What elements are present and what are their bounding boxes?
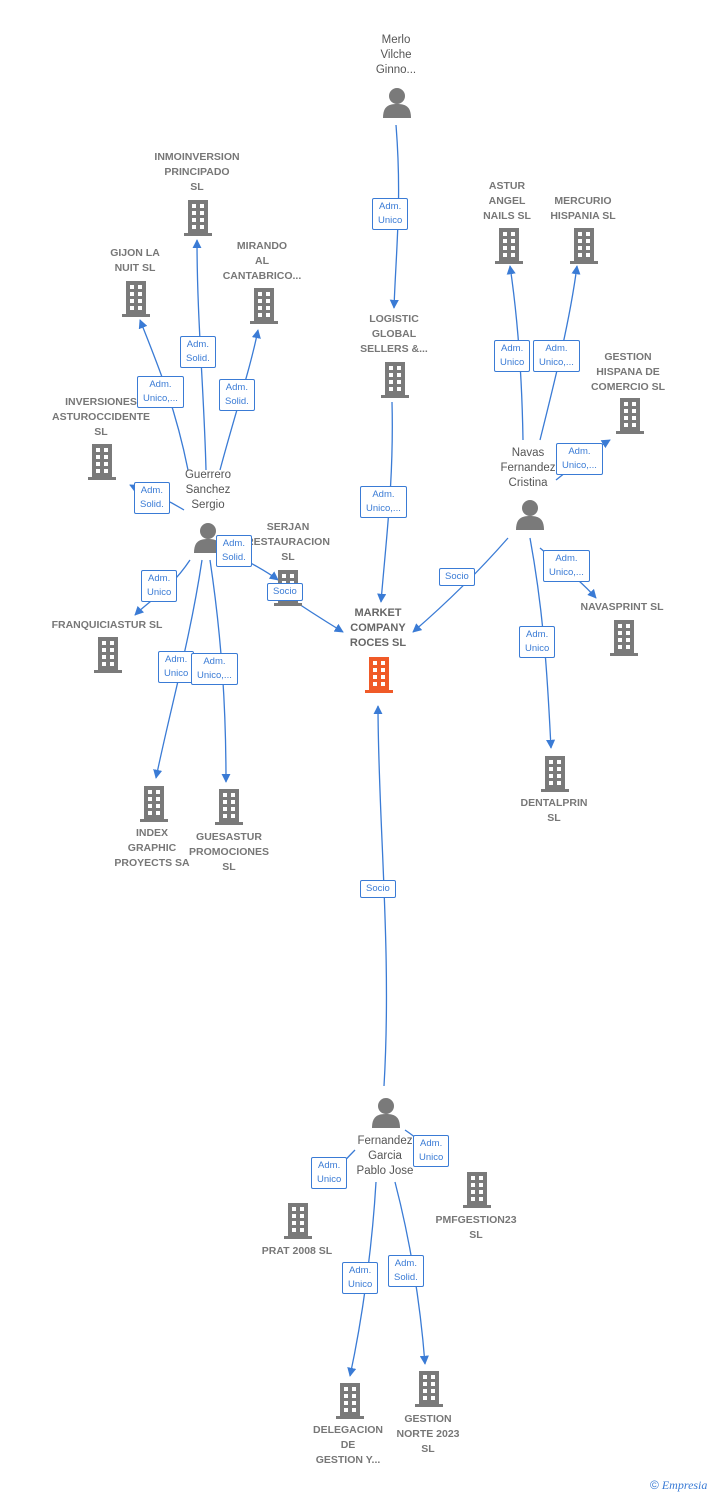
building-icon-logistic xyxy=(381,362,409,398)
edge-label-merlo-logistic[interactable]: Adm. Unico xyxy=(372,198,409,230)
building-icon-inversiones xyxy=(88,444,116,480)
edge-label-guerrero-index[interactable]: Adm. Unico xyxy=(158,651,195,683)
company-label-index[interactable]: INDEX GRAPHIC PROYECTS SA xyxy=(114,827,190,869)
building-icon-franquiciastur xyxy=(94,637,122,673)
building-icon-delegacion xyxy=(336,1383,364,1419)
edge-label-fernandez-market[interactable]: Socio xyxy=(360,880,396,898)
building-icon-gestion-norte xyxy=(415,1371,443,1407)
company-label-inversiones[interactable]: INVERSIONES ASTUROCCIDENTE SL xyxy=(51,396,151,438)
building-icon-dentalprin xyxy=(541,756,569,792)
edge-label-fernandez-norte[interactable]: Adm. Solid. xyxy=(388,1255,424,1287)
edge-label-guerrero-market[interactable]: Socio xyxy=(267,583,303,601)
company-label-mercurio[interactable]: MERCURIO HISPANIA SL xyxy=(550,195,616,222)
copyright-icon: © xyxy=(650,1478,659,1492)
company-label-logistic[interactable]: LOGISTIC GLOBAL SELLERS &... xyxy=(360,313,428,355)
building-icon-astur xyxy=(495,228,523,264)
building-icon-inmoinversion xyxy=(184,200,212,236)
person-label-merlo[interactable]: Merlo Vilche Ginno... xyxy=(375,34,417,76)
edge-label-navas-astur[interactable]: Adm. Unico xyxy=(494,340,531,372)
company-label-serjan[interactable]: SERJAN RESTAURACION SL xyxy=(246,521,330,563)
building-icon-focus xyxy=(365,657,393,693)
edge-label-guerrero-franq[interactable]: Adm. Unico xyxy=(141,570,178,602)
edge-label-navas-market[interactable]: Socio xyxy=(439,568,475,586)
building-icon-mercurio xyxy=(570,228,598,264)
brand-name: Empresia xyxy=(661,1478,708,1492)
edge-label-guerrero-inmo[interactable]: Adm. Solid. xyxy=(180,336,216,368)
company-label-gijon[interactable]: GIJON LA NUIT SL xyxy=(110,247,160,274)
edge-label-fernandez-delegacion[interactable]: Adm. Unico xyxy=(342,1262,379,1294)
person-label-fernandez[interactable]: Fernandez Garcia Pablo Jose xyxy=(356,1135,414,1177)
person-icon-navas xyxy=(516,500,544,530)
edge-label-guerrero-guesastur[interactable]: Adm. Unico,... xyxy=(191,653,238,685)
building-icon-gestion-hispana xyxy=(616,398,644,434)
company-label-prat[interactable]: PRAT 2008 SL xyxy=(261,1245,333,1257)
edge-label-guerrero-serjan[interactable]: Adm. Solid. xyxy=(216,535,252,567)
company-label-gestion-norte[interactable]: GESTION NORTE 2023 SL xyxy=(396,1413,460,1455)
building-icon-gijon xyxy=(122,281,150,317)
brand-logo[interactable]: © Empresia xyxy=(650,1478,707,1493)
person-label-guerrero[interactable]: Guerrero Sanchez Sergio xyxy=(184,469,232,511)
company-label-astur[interactable]: ASTUR ANGEL NAILS SL xyxy=(483,180,531,222)
company-label-dentalprin[interactable]: DENTALPRIN SL xyxy=(520,797,588,824)
company-label-franquiciastur[interactable]: FRANQUICIASTUR SL xyxy=(51,619,163,631)
building-icon-index xyxy=(140,786,168,822)
person-icon-fernandez xyxy=(372,1098,400,1128)
edge-label-navas-mercurio[interactable]: Adm. Unico,... xyxy=(533,340,580,372)
building-icon-guesastur xyxy=(215,789,243,825)
company-label-inmoinversion[interactable]: INMOINVERSION PRINCIPADO SL xyxy=(154,151,240,193)
person-icon-merlo xyxy=(383,88,411,118)
company-label-gestion-hispana[interactable]: GESTION HISPANA DE COMERCIO SL xyxy=(590,351,666,393)
building-icon-pmfgestion xyxy=(463,1172,491,1208)
person-label-navas[interactable]: Navas Fernandez Cristina xyxy=(500,447,556,489)
edge-label-logistic-market[interactable]: Adm. Unico,... xyxy=(360,486,407,518)
company-label-mirando[interactable]: MIRANDO AL CANTABRICO... xyxy=(222,240,302,282)
edge-label-fernandez-prat[interactable]: Adm. Unico xyxy=(311,1157,348,1189)
building-icon-navasprint xyxy=(610,620,638,656)
edge-label-navas-hispana[interactable]: Adm. Unico,... xyxy=(556,443,603,475)
edge-label-guerrero-gijon[interactable]: Adm. Unico,... xyxy=(137,376,184,408)
edge-label-fernandez-pmf[interactable]: Adm. Unico xyxy=(413,1135,450,1167)
focus-company-label[interactable]: MARKET COMPANY ROCES SL xyxy=(349,607,407,649)
edge-label-navas-navasprint[interactable]: Adm. Unico,... xyxy=(543,550,590,582)
company-label-pmfgestion[interactable]: PMFGESTION23 SL xyxy=(435,1214,517,1241)
company-label-guesastur[interactable]: GUESASTUR PROMOCIONES SL xyxy=(189,831,269,873)
company-label-navasprint[interactable]: NAVASPRINT SL xyxy=(580,601,664,613)
building-icon-prat xyxy=(284,1203,312,1239)
building-icon-mirando xyxy=(250,288,278,324)
edge-label-guerrero-mirando[interactable]: Adm. Solid. xyxy=(219,379,255,411)
edge-label-guerrero-inversiones[interactable]: Adm. Solid. xyxy=(134,482,170,514)
company-label-delegacion[interactable]: DELEGACION DE GESTION Y... xyxy=(312,1424,384,1466)
edge-label-navas-dentalprin[interactable]: Adm. Unico xyxy=(519,626,556,658)
